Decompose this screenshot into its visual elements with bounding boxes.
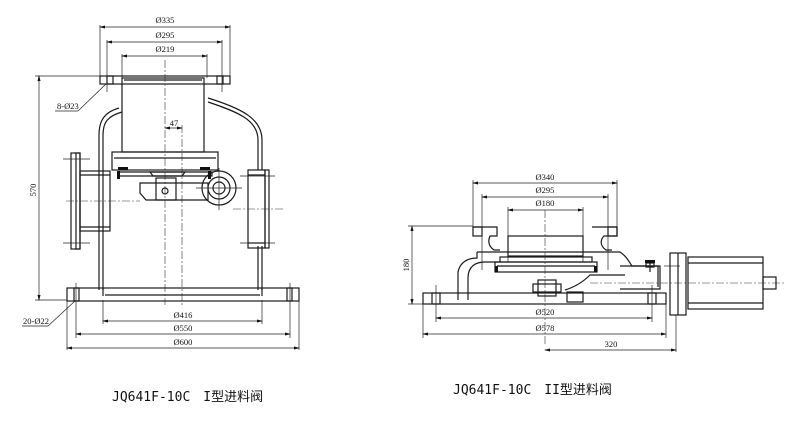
drive-wheel xyxy=(196,168,242,210)
manual-knob xyxy=(645,260,655,272)
dim-holes-top: 8-Ø23 xyxy=(57,101,79,111)
dim-d340: Ø340 xyxy=(536,172,555,182)
left-pipe xyxy=(102,111,123,290)
right-side-port xyxy=(233,169,285,249)
drive-motor xyxy=(664,252,777,316)
caption-type-ii: JQ641F-10C II型进料阀 xyxy=(453,383,612,398)
right-pipe xyxy=(207,97,263,170)
caption-type-i: JQ641F-10C I型进料阀 xyxy=(112,390,264,405)
dim-d295: Ø295 xyxy=(156,30,175,40)
lever-bracket xyxy=(139,182,209,201)
cylinder-body xyxy=(121,77,205,153)
dim-d416: Ø416 xyxy=(174,310,193,320)
dim-d578: Ø578 xyxy=(536,323,555,333)
dim-d520: Ø520 xyxy=(536,307,555,317)
dim-length-320: 320 xyxy=(605,339,618,349)
base-plate xyxy=(66,283,300,306)
dim-height-570: 570 xyxy=(28,184,38,197)
dim-d295: Ø295 xyxy=(536,185,555,195)
top-dimension-lines xyxy=(99,25,231,92)
dim-d180: Ø180 xyxy=(536,198,555,208)
type-i-valve-drawing: Ø335 Ø295 Ø219 47 xyxy=(22,15,300,350)
actuator-block xyxy=(537,279,557,297)
dim-d600: Ø600 xyxy=(174,337,193,347)
cylinder-body xyxy=(507,235,584,257)
type-ii-valve-drawing: Ø340 Ø295 Ø180 xyxy=(401,172,785,352)
gate-plate xyxy=(494,261,598,273)
dim-d550: Ø550 xyxy=(174,323,193,333)
dim-height-180: 180 xyxy=(401,259,411,272)
left-side-port xyxy=(63,152,140,250)
dim-holes-base: 20-Ø22 xyxy=(23,316,49,326)
outlet-pipe xyxy=(620,265,661,290)
base-plate xyxy=(422,292,667,305)
gate-housing xyxy=(111,151,219,171)
dim-d335: Ø335 xyxy=(156,15,175,25)
dim-offset-47: 47 xyxy=(170,118,179,128)
dim-d219: Ø219 xyxy=(156,44,175,54)
